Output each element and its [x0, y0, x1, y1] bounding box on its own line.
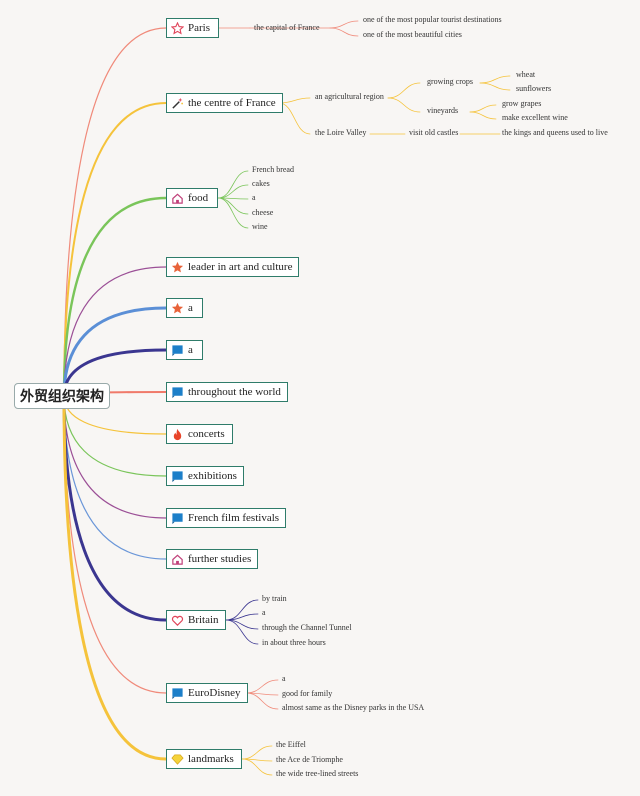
- branch-line-britain: [62, 394, 168, 622]
- home-icon: [171, 553, 184, 566]
- leaf-node[interactable]: almost same as the Disney parks in the U…: [282, 703, 425, 712]
- topic-label: leader in art and culture: [188, 261, 293, 273]
- topic-label: a: [188, 344, 193, 356]
- topic-node[interactable]: a: [166, 340, 203, 360]
- leaf-node[interactable]: French bread: [252, 165, 294, 174]
- topic-node[interactable]: a: [166, 298, 203, 318]
- leaf-line: [278, 97, 311, 104]
- topic-node[interactable]: food: [166, 188, 218, 208]
- leaf-node[interactable]: vineyards: [427, 106, 459, 115]
- leaf-line: [245, 679, 279, 694]
- leaf-node[interactable]: wheat: [516, 70, 536, 79]
- leaf-line: [469, 104, 497, 113]
- leaf-node[interactable]: wine: [252, 222, 268, 231]
- leaf-node[interactable]: the Eiffel: [276, 740, 306, 749]
- leaf-line: [479, 82, 511, 91]
- star-filled-icon: [171, 261, 184, 274]
- leaf-line: [217, 197, 249, 229]
- leaf-line: [217, 184, 249, 199]
- leaf-node[interactable]: growing crops: [427, 77, 473, 86]
- leaf-node[interactable]: the capital of France: [254, 23, 320, 32]
- leaf-line: [225, 619, 259, 645]
- topic-label: further studies: [188, 553, 252, 565]
- topic-label: Paris: [188, 22, 210, 34]
- branch-line-leader: [63, 266, 167, 397]
- leaf-node[interactable]: cheese: [252, 208, 274, 217]
- leaf-node[interactable]: an agricultural region: [315, 92, 384, 101]
- topic-node[interactable]: leader in art and culture: [166, 257, 300, 277]
- topic-node[interactable]: landmarks: [166, 749, 242, 769]
- topic-node[interactable]: exhibitions: [166, 466, 244, 486]
- leaf-line: [469, 111, 497, 120]
- leaf-line: [387, 97, 421, 113]
- topic-node[interactable]: Britain: [166, 610, 226, 630]
- topic-label: a: [188, 302, 193, 314]
- diamond-icon: [171, 753, 184, 766]
- leaf-node[interactable]: a: [282, 674, 286, 683]
- topic-label: food: [188, 192, 209, 204]
- leaf-node[interactable]: the Ace de Triomphe: [276, 755, 343, 764]
- topic-node[interactable]: Paris: [166, 18, 219, 38]
- leaf-node[interactable]: through the Channel Tunnel: [262, 623, 352, 632]
- flag-icon: [171, 687, 184, 700]
- star-outline-icon: [171, 21, 184, 35]
- branch-line-food: [62, 196, 168, 398]
- flag-icon: [171, 512, 184, 525]
- branch-line-centre: [63, 102, 167, 397]
- home-icon: [171, 192, 184, 205]
- root-node[interactable]: 外贸组织架构: [14, 383, 110, 409]
- leaf-node[interactable]: a: [252, 193, 256, 202]
- topic-node[interactable]: concerts: [166, 424, 233, 444]
- magic-wand-icon: [171, 97, 184, 110]
- topic-node[interactable]: further studies: [166, 549, 259, 569]
- topic-node[interactable]: throughout the world: [166, 382, 288, 402]
- leaf-node[interactable]: a: [262, 608, 266, 617]
- flag-icon: [171, 470, 184, 483]
- leaf-line: [241, 745, 273, 760]
- leaf-node[interactable]: cakes: [252, 179, 270, 188]
- topic-label: throughout the world: [188, 386, 281, 398]
- topic-label: French film festivals: [188, 512, 280, 524]
- topic-label: concerts: [188, 428, 225, 440]
- branch-line-a1: [62, 306, 168, 398]
- leaf-node[interactable]: sunflowers: [516, 84, 552, 93]
- leaf-line: [387, 82, 421, 99]
- leaf-line: [245, 692, 279, 710]
- topic-label: EuroDisney: [188, 687, 241, 699]
- leaf-node[interactable]: good for family: [282, 689, 333, 698]
- branch-line-festivals: [63, 395, 167, 519]
- topic-node[interactable]: French film festivals: [166, 508, 287, 528]
- fire-icon: [171, 428, 184, 441]
- leaf-node[interactable]: in about three hours: [262, 638, 326, 647]
- leaf-line: [278, 102, 311, 135]
- leaf-line: [241, 758, 273, 776]
- topic-label: exhibitions: [188, 470, 237, 482]
- topic-node[interactable]: the centre of France: [166, 93, 283, 113]
- leaf-node[interactable]: the wide tree-lined streets: [276, 769, 359, 778]
- heart-icon: [171, 614, 184, 627]
- leaf-node[interactable]: visit old castles: [409, 128, 459, 137]
- branch-line-landmarks: [62, 394, 168, 761]
- leaf-node[interactable]: make excellent wine: [502, 113, 568, 122]
- leaf-node[interactable]: the Loire Valley: [315, 128, 367, 137]
- leaf-node[interactable]: one of the most beautiful cities: [363, 30, 462, 39]
- leaf-node[interactable]: by train: [262, 594, 287, 603]
- star-filled-icon: [171, 302, 184, 315]
- leaf-node[interactable]: one of the most popular tourist destinat…: [363, 15, 502, 24]
- leaf-line: [479, 75, 511, 84]
- flag-icon: [171, 386, 184, 399]
- flag-icon: [171, 344, 184, 357]
- leaf-node[interactable]: the kings and queens used to live: [502, 128, 608, 137]
- topic-label: landmarks: [188, 753, 234, 765]
- leaf-line: [217, 197, 249, 215]
- topic-label: Britain: [188, 614, 219, 626]
- leaf-line: [225, 599, 259, 621]
- topic-label: the centre of France: [188, 97, 276, 109]
- leaf-line: [225, 619, 259, 630]
- topic-node[interactable]: EuroDisney: [166, 683, 248, 703]
- leaf-node[interactable]: grow grapes: [502, 99, 542, 108]
- leaf-line: [329, 27, 359, 37]
- leaf-line: [217, 170, 249, 199]
- leaf-line: [329, 20, 359, 29]
